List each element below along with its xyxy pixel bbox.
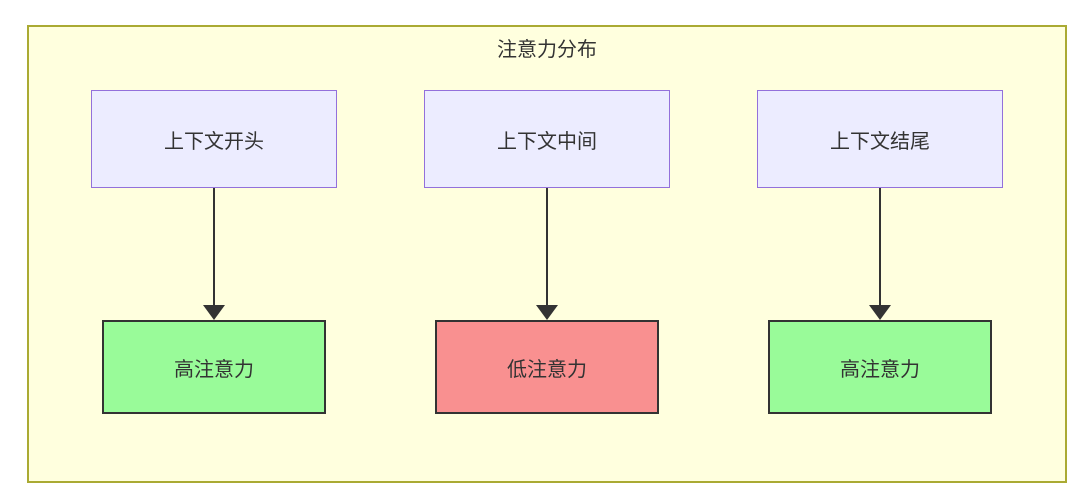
high-attention-node-left: 高注意力 bbox=[102, 320, 326, 414]
arrowhead-icon bbox=[203, 305, 225, 320]
arrow-line bbox=[879, 188, 881, 306]
diagram-title: 注意力分布 bbox=[497, 39, 597, 61]
flow-column-middle: 上下文中间 低注意力 bbox=[424, 90, 670, 414]
flow-column-begin: 上下文开头 高注意力 bbox=[91, 90, 337, 414]
diagram-frame: 注意力分布 上下文开头 高注意力 上下文中间 低注意力 上下文结尾 bbox=[27, 25, 1067, 483]
arrowhead-icon bbox=[869, 305, 891, 320]
context-end-node: 上下文结尾 bbox=[757, 90, 1003, 188]
arrow-line bbox=[213, 188, 215, 306]
arrowhead-icon bbox=[536, 305, 558, 320]
flow-columns: 上下文开头 高注意力 上下文中间 低注意力 上下文结尾 bbox=[29, 90, 1065, 414]
high-attention-node-right: 高注意力 bbox=[768, 320, 992, 414]
context-middle-node: 上下文中间 bbox=[424, 90, 670, 188]
flow-column-end: 上下文结尾 高注意力 bbox=[757, 90, 1003, 414]
arrow-down-icon bbox=[203, 188, 225, 320]
context-begin-node: 上下文开头 bbox=[91, 90, 337, 188]
arrow-down-icon bbox=[869, 188, 891, 320]
low-attention-node: 低注意力 bbox=[435, 320, 659, 414]
arrow-line bbox=[546, 188, 548, 306]
arrow-down-icon bbox=[536, 188, 558, 320]
